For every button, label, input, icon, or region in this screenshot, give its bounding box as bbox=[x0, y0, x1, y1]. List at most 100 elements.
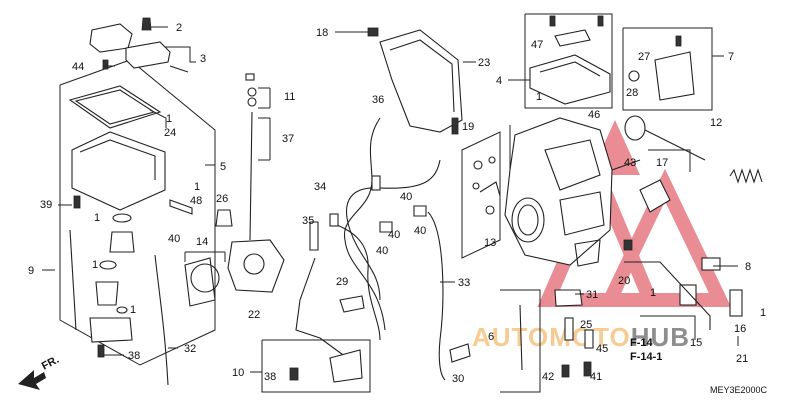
throttle-arm-group bbox=[622, 27, 713, 111]
accelerator-pump-cover bbox=[109, 231, 135, 253]
diagram-code: MEY3E2000C bbox=[710, 385, 768, 395]
watermark-hub: HUB bbox=[631, 322, 690, 352]
callout-39: 39 bbox=[40, 199, 52, 211]
float-chamber-group bbox=[59, 17, 216, 366]
screw-18 bbox=[367, 27, 379, 37]
callout-4: 4 bbox=[496, 75, 502, 87]
throttle-drum bbox=[624, 115, 646, 141]
callout-3: 3 bbox=[200, 53, 206, 65]
callout-19: 19 bbox=[462, 121, 474, 133]
callout-40e: 40 bbox=[376, 245, 388, 257]
callout-33: 33 bbox=[458, 277, 470, 289]
callout-43: 43 bbox=[624, 157, 636, 169]
callout-32: 32 bbox=[184, 343, 196, 355]
jet-needle bbox=[249, 111, 253, 241]
callout-29: 29 bbox=[336, 276, 348, 288]
callout-6: 6 bbox=[488, 331, 494, 343]
callout-40b: 40 bbox=[400, 191, 412, 203]
hose-35 bbox=[329, 221, 381, 341]
rod-6 bbox=[519, 304, 523, 371]
callout-38a: 38 bbox=[128, 350, 140, 362]
callout-22: 22 bbox=[248, 309, 260, 321]
return-spring-12 bbox=[729, 168, 763, 184]
callout-1f: 1 bbox=[536, 91, 542, 103]
link-bracket bbox=[329, 349, 363, 383]
callout-48: 48 bbox=[190, 195, 202, 207]
callout-1a: 1 bbox=[166, 113, 172, 125]
callout-47: 47 bbox=[531, 39, 543, 51]
callout-8: 8 bbox=[745, 261, 751, 273]
watermark: AUTOMOTOHUB bbox=[472, 120, 732, 352]
callout-7: 7 bbox=[728, 51, 734, 63]
link-group bbox=[261, 221, 371, 393]
top-cover-group bbox=[367, 27, 463, 135]
callout-21: 21 bbox=[736, 353, 748, 365]
callout-24: 24 bbox=[164, 127, 176, 139]
spring-35 bbox=[309, 221, 319, 251]
callout-28: 28 bbox=[626, 87, 638, 99]
front-label: FR. bbox=[40, 354, 61, 373]
valve-16 bbox=[729, 289, 743, 317]
part-31 bbox=[554, 289, 583, 307]
throttle-arm-7 bbox=[654, 51, 695, 101]
bottom-parts-group bbox=[449, 289, 594, 393]
clamp-29 bbox=[339, 295, 365, 313]
callout-15: 15 bbox=[690, 337, 702, 349]
callout-1d: 1 bbox=[92, 259, 98, 271]
clamp-30 bbox=[449, 343, 471, 363]
front-marker: FR. bbox=[18, 354, 61, 390]
callout-18: 18 bbox=[316, 27, 328, 39]
callout-1c: 1 bbox=[94, 212, 100, 224]
ref-label-f14-1: F-14-1 bbox=[630, 351, 662, 363]
callout-35: 35 bbox=[302, 215, 314, 227]
callout-12: 12 bbox=[710, 117, 722, 129]
valve-8 bbox=[701, 257, 721, 271]
carb-body bbox=[504, 117, 613, 266]
callout-1e: 1 bbox=[130, 304, 136, 316]
callout-2: 2 bbox=[176, 22, 182, 34]
drain-screw bbox=[73, 195, 81, 209]
callout-42: 42 bbox=[542, 371, 554, 383]
callout-30: 30 bbox=[452, 373, 464, 385]
small-screw bbox=[102, 59, 109, 70]
callout-10: 10 bbox=[232, 367, 244, 379]
watermark-auto: AUTO bbox=[472, 322, 549, 352]
callout-40d: 40 bbox=[414, 225, 426, 237]
callout-38b: 38 bbox=[264, 371, 276, 383]
carburetor-body bbox=[504, 117, 641, 267]
callouts: 2 3 44 1 24 5 1 48 39 1 40 9 1 1 38 32 1… bbox=[28, 22, 768, 395]
callout-20: 20 bbox=[618, 275, 630, 287]
top-cover-23 bbox=[379, 29, 463, 133]
spring bbox=[95, 281, 119, 306]
callout-36: 36 bbox=[372, 94, 384, 106]
callout-17: 17 bbox=[656, 157, 668, 169]
throttle-body-22 bbox=[227, 239, 285, 293]
long-rod bbox=[69, 229, 77, 331]
callout-40c: 40 bbox=[388, 229, 400, 241]
hose-36 bbox=[343, 117, 386, 331]
callout-37: 37 bbox=[282, 133, 294, 145]
linkage-group bbox=[461, 125, 511, 259]
hose-34 bbox=[345, 159, 441, 301]
screw-top bbox=[141, 17, 152, 31]
front-arrow-icon bbox=[18, 370, 46, 390]
gasket bbox=[68, 85, 162, 129]
callout-26: 26 bbox=[216, 193, 228, 205]
callout-34: 34 bbox=[314, 181, 326, 193]
callout-25: 25 bbox=[580, 319, 592, 331]
callout-40a: 40 bbox=[168, 233, 180, 245]
screw-19 bbox=[451, 117, 459, 135]
o-ring bbox=[112, 213, 132, 223]
pump-diaphragm-cover bbox=[89, 317, 133, 343]
callout-9: 9 bbox=[28, 265, 34, 277]
callout-46: 46 bbox=[588, 109, 600, 121]
callout-14: 14 bbox=[196, 236, 208, 248]
callout-11: 11 bbox=[284, 91, 295, 103]
cover-plate bbox=[125, 41, 171, 69]
link-rod bbox=[295, 257, 351, 361]
callout-31: 31 bbox=[586, 289, 598, 301]
hose-33 bbox=[427, 211, 446, 381]
callout-45: 45 bbox=[596, 343, 608, 355]
bracket-47 bbox=[554, 29, 591, 47]
